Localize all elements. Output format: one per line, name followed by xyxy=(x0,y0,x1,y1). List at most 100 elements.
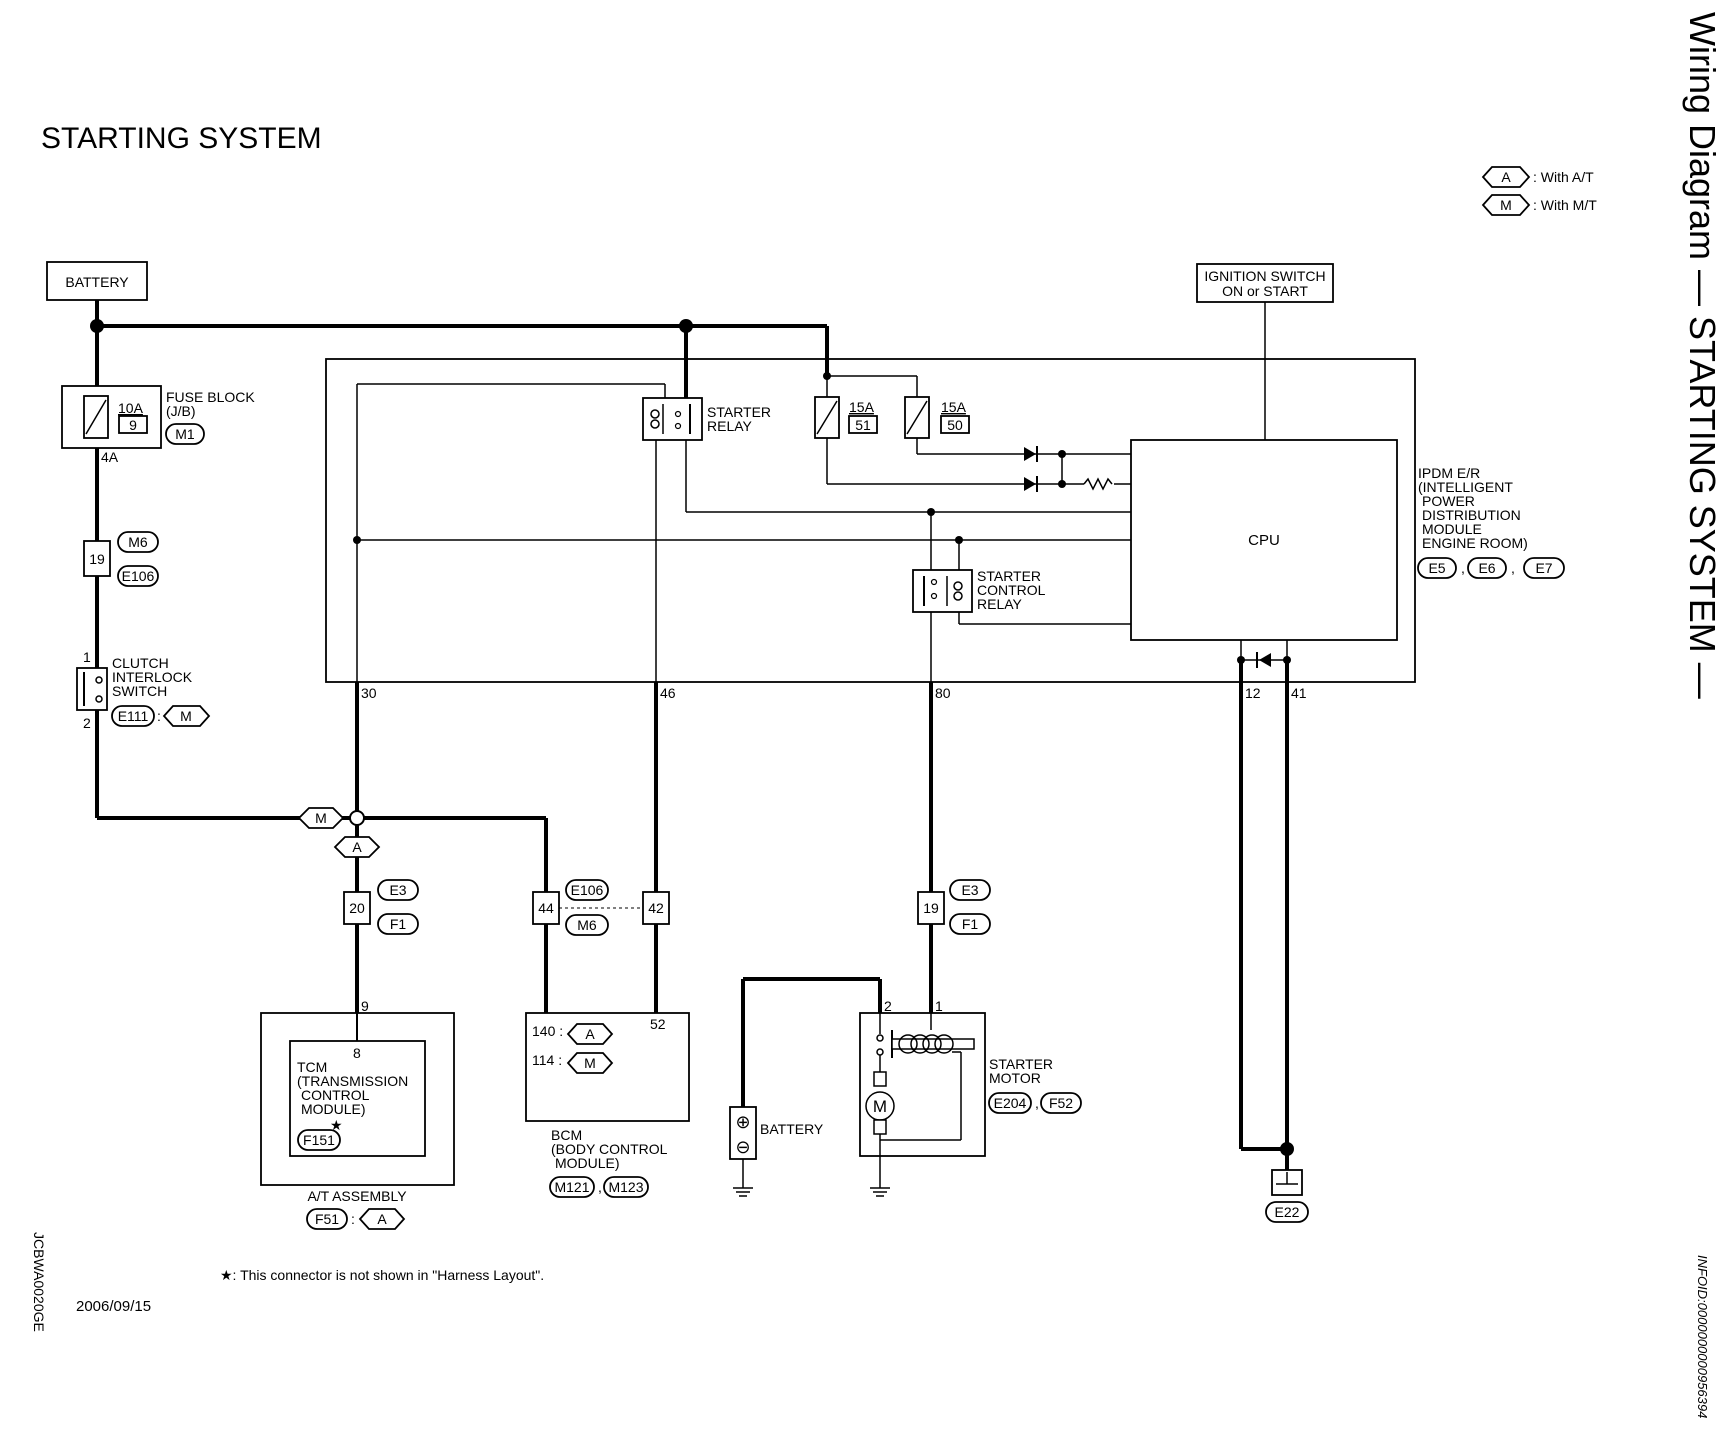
figure-code: JCBWA0020GE xyxy=(31,1232,47,1332)
junction-dot xyxy=(679,319,693,333)
clutch-label: INTERLOCK xyxy=(112,669,193,685)
svg-text:MODULE: MODULE xyxy=(1422,521,1482,537)
option-tag-label: A xyxy=(585,1026,595,1042)
joint-connector xyxy=(343,891,371,925)
battery-label: BATTERY xyxy=(760,1121,824,1137)
pin-label: 30 xyxy=(361,685,377,701)
joint-number: 44 xyxy=(538,900,554,916)
connector-tag xyxy=(377,913,419,935)
connector-tag xyxy=(565,879,609,901)
svg-text:E7: E7 xyxy=(1535,560,1552,576)
junction-dot xyxy=(90,319,104,333)
svg-text:,: , xyxy=(1461,560,1465,576)
connector-label: F151 xyxy=(303,1132,335,1148)
fuse-number-box xyxy=(118,415,148,434)
connector-tag xyxy=(603,1176,649,1198)
fuse-block-sublabel: (J/B) xyxy=(166,403,196,419)
starter-motor-label: MOTOR xyxy=(989,1070,1041,1086)
svg-text:,: , xyxy=(598,1179,602,1195)
connector-tag xyxy=(949,879,991,901)
junction-dot xyxy=(1280,1142,1294,1156)
starter-control-relay-label: RELAY xyxy=(977,596,1023,612)
connector-tag xyxy=(117,565,159,587)
battery-plus-icon: ⊕ xyxy=(735,1112,750,1132)
connector-tag xyxy=(1265,1201,1309,1223)
legend: A : With A/T M : With M/T xyxy=(1481,166,1597,216)
legend-text-m: : With M/T xyxy=(1533,197,1597,213)
solenoid-plunger xyxy=(891,1038,975,1050)
battery-box xyxy=(46,261,148,301)
connector-tag xyxy=(1040,1092,1082,1114)
connector-tag xyxy=(565,914,609,936)
option-tag-label: M xyxy=(315,810,327,826)
option-tag xyxy=(566,1052,614,1074)
date: 2006/09/15 xyxy=(76,1298,151,1315)
svg-text:POWER: POWER xyxy=(1422,493,1475,509)
cpu-label: CPU xyxy=(1248,532,1280,549)
svg-text:(INTELLIGENT: (INTELLIGENT xyxy=(1418,479,1513,495)
connector-label: E106 xyxy=(571,882,604,898)
joint-number: 20 xyxy=(349,900,365,916)
pin-label: 9 xyxy=(361,998,369,1014)
joint-number: 42 xyxy=(648,900,664,916)
coil-icon xyxy=(898,1034,954,1054)
side-title: Wiring Diagram — STARTING SYSTEM — xyxy=(1682,12,1723,699)
pin-label: 46 xyxy=(660,685,676,701)
ignition-label-state: ON or START xyxy=(1222,283,1308,299)
connector-label: E106 xyxy=(122,568,155,584)
connector-label: M121 xyxy=(554,1179,589,1195)
option-tag xyxy=(162,705,211,727)
pin-label: 140 : xyxy=(532,1023,563,1039)
tcm-label: MODULE) xyxy=(301,1101,366,1117)
option-tag-label: A xyxy=(352,839,362,855)
starter-control-relay-label: STARTER xyxy=(977,568,1041,584)
fuse-number: 9 xyxy=(129,417,137,433)
tcm-label: (TRANSMISSION xyxy=(297,1073,408,1089)
connector-label: E111 xyxy=(118,708,149,724)
cpu-box xyxy=(1130,439,1398,641)
svg-text:IPDM E/R: IPDM E/R xyxy=(1418,465,1480,481)
pin-label: 2 xyxy=(884,998,892,1014)
connector-label: F1 xyxy=(962,916,979,932)
info-id: INFOID:0000000000956394 xyxy=(1695,1255,1710,1418)
connector-tag xyxy=(297,1129,341,1151)
pin-label: 2 xyxy=(83,715,91,731)
connector-label: F1 xyxy=(390,916,407,932)
diode-icon xyxy=(1256,652,1271,668)
connector-label: E22 xyxy=(1275,1204,1300,1220)
connector-tag xyxy=(988,1092,1032,1114)
svg-text:E6: E6 xyxy=(1478,560,1495,576)
svg-text:DISTRIBUTION: DISTRIBUTION xyxy=(1422,507,1521,523)
pin-label: 1 xyxy=(83,649,91,665)
connector-label: F51 xyxy=(315,1211,339,1227)
pin-label: 8 xyxy=(353,1045,361,1061)
joint-connector xyxy=(642,891,670,925)
starter-control-relay-label: CONTROL xyxy=(977,582,1046,598)
resistor-icon xyxy=(1083,477,1113,491)
motor-symbol: M xyxy=(873,1097,887,1116)
clutch-label: SWITCH xyxy=(112,683,167,699)
starter-relay-label: STARTER xyxy=(707,404,771,420)
option-tag xyxy=(566,1023,614,1045)
connector-label: E204 xyxy=(994,1095,1027,1111)
joint-number: 19 xyxy=(89,551,105,567)
joint-connector xyxy=(917,891,945,925)
option-tag xyxy=(333,836,381,858)
connector-label: M1 xyxy=(175,426,195,442)
ground-icon xyxy=(870,1187,890,1197)
connector-tag xyxy=(377,879,419,901)
connector-label: M123 xyxy=(608,1179,643,1195)
bcm-label: (BODY CONTROL xyxy=(551,1141,668,1157)
tcm-label: CONTROL xyxy=(301,1087,370,1103)
pin-label: 114 : xyxy=(532,1052,562,1068)
connector-label: E3 xyxy=(961,882,978,898)
connector-tag xyxy=(549,1176,595,1198)
pin-label: 52 xyxy=(650,1016,666,1032)
diode-icon xyxy=(1024,446,1038,462)
ipdm-module-box xyxy=(325,358,1416,683)
at-assembly-label: A/T ASSEMBLY xyxy=(307,1188,407,1204)
connector-tag xyxy=(165,423,205,445)
connector-label: E3 xyxy=(389,882,406,898)
pin-label: 4A xyxy=(101,449,119,465)
svg-text::: : xyxy=(351,1211,355,1227)
